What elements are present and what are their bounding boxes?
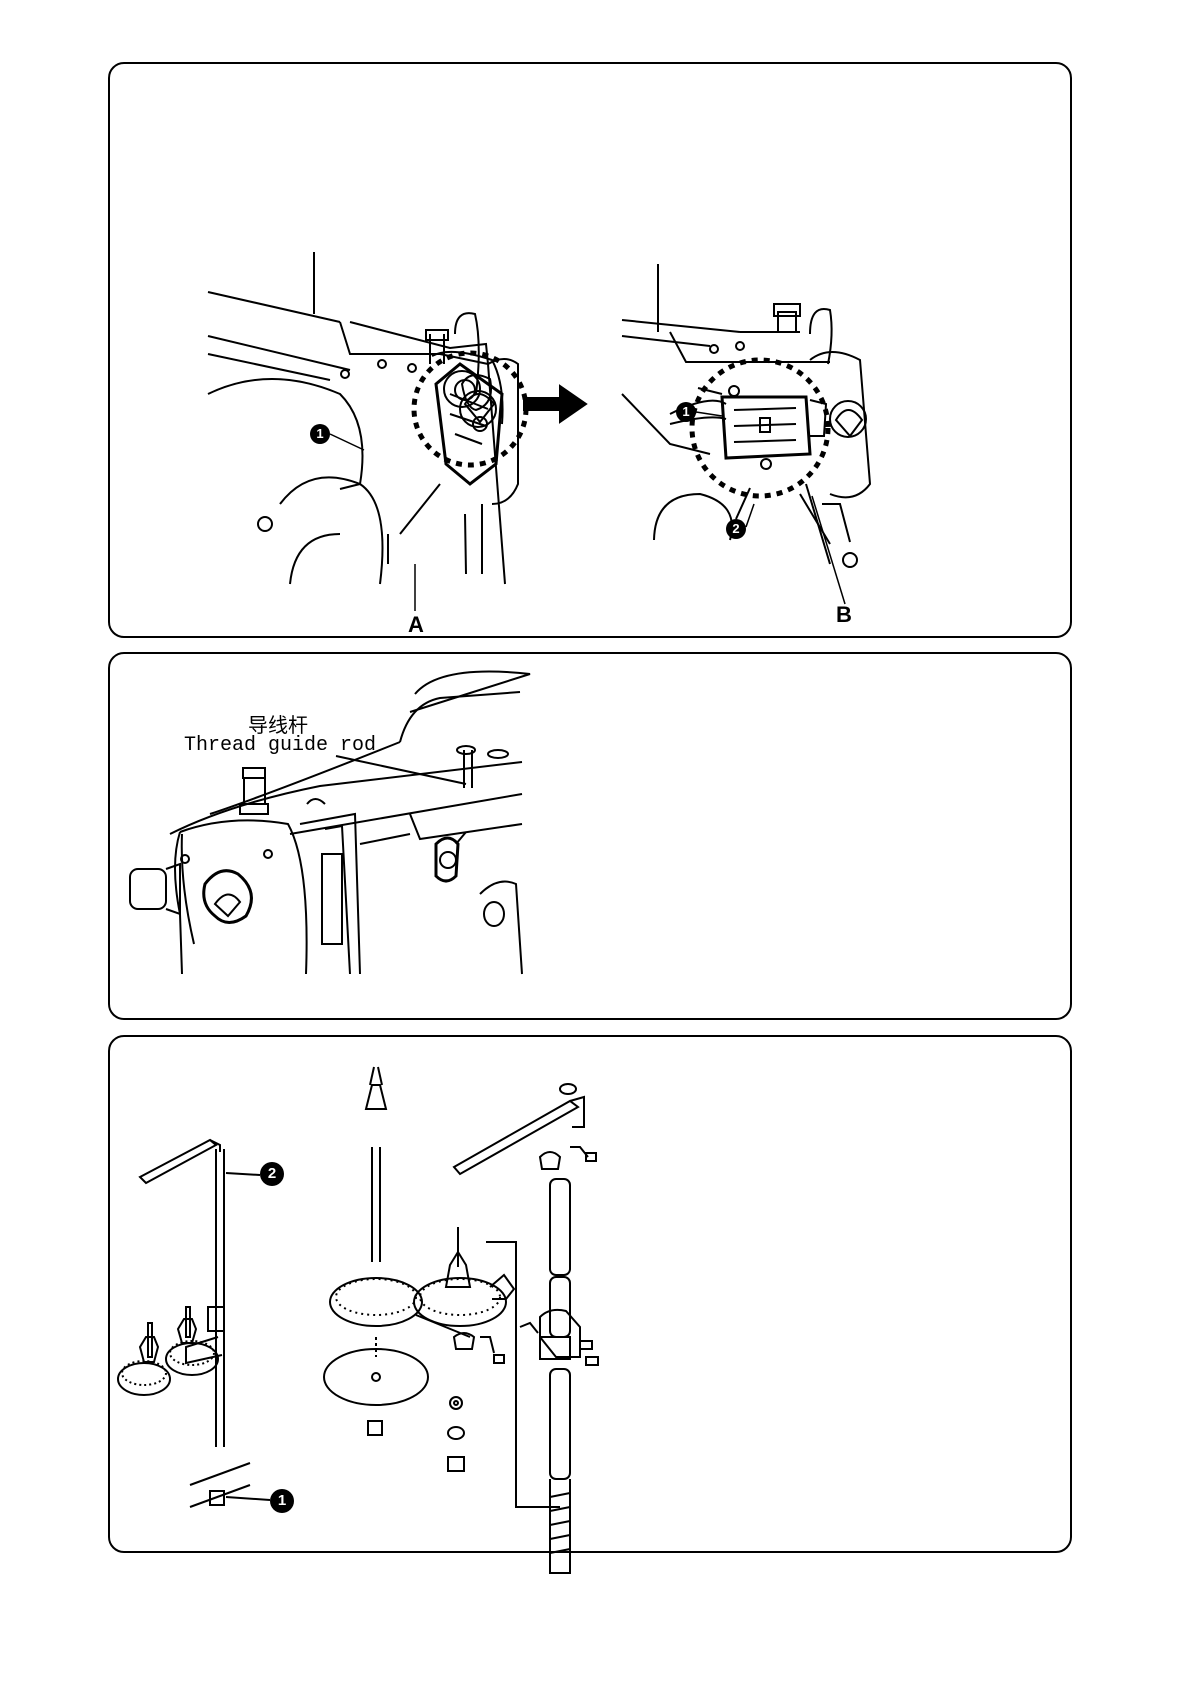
callout-1-stand: 1 [270,1489,294,1513]
figure-panel-thread-stand: 2 1 [108,1035,1072,1553]
leader-lines [110,64,1074,640]
thread-guide-illustration [110,654,1074,1022]
callout-2-stand: 2 [260,1162,284,1186]
thread-stand-illustration [110,1037,1074,1555]
figure-panel-head-step: 1 1 2 A B [108,62,1072,638]
figure-panel-thread-guide: 导线杆 Thread guide rod [108,652,1072,1020]
